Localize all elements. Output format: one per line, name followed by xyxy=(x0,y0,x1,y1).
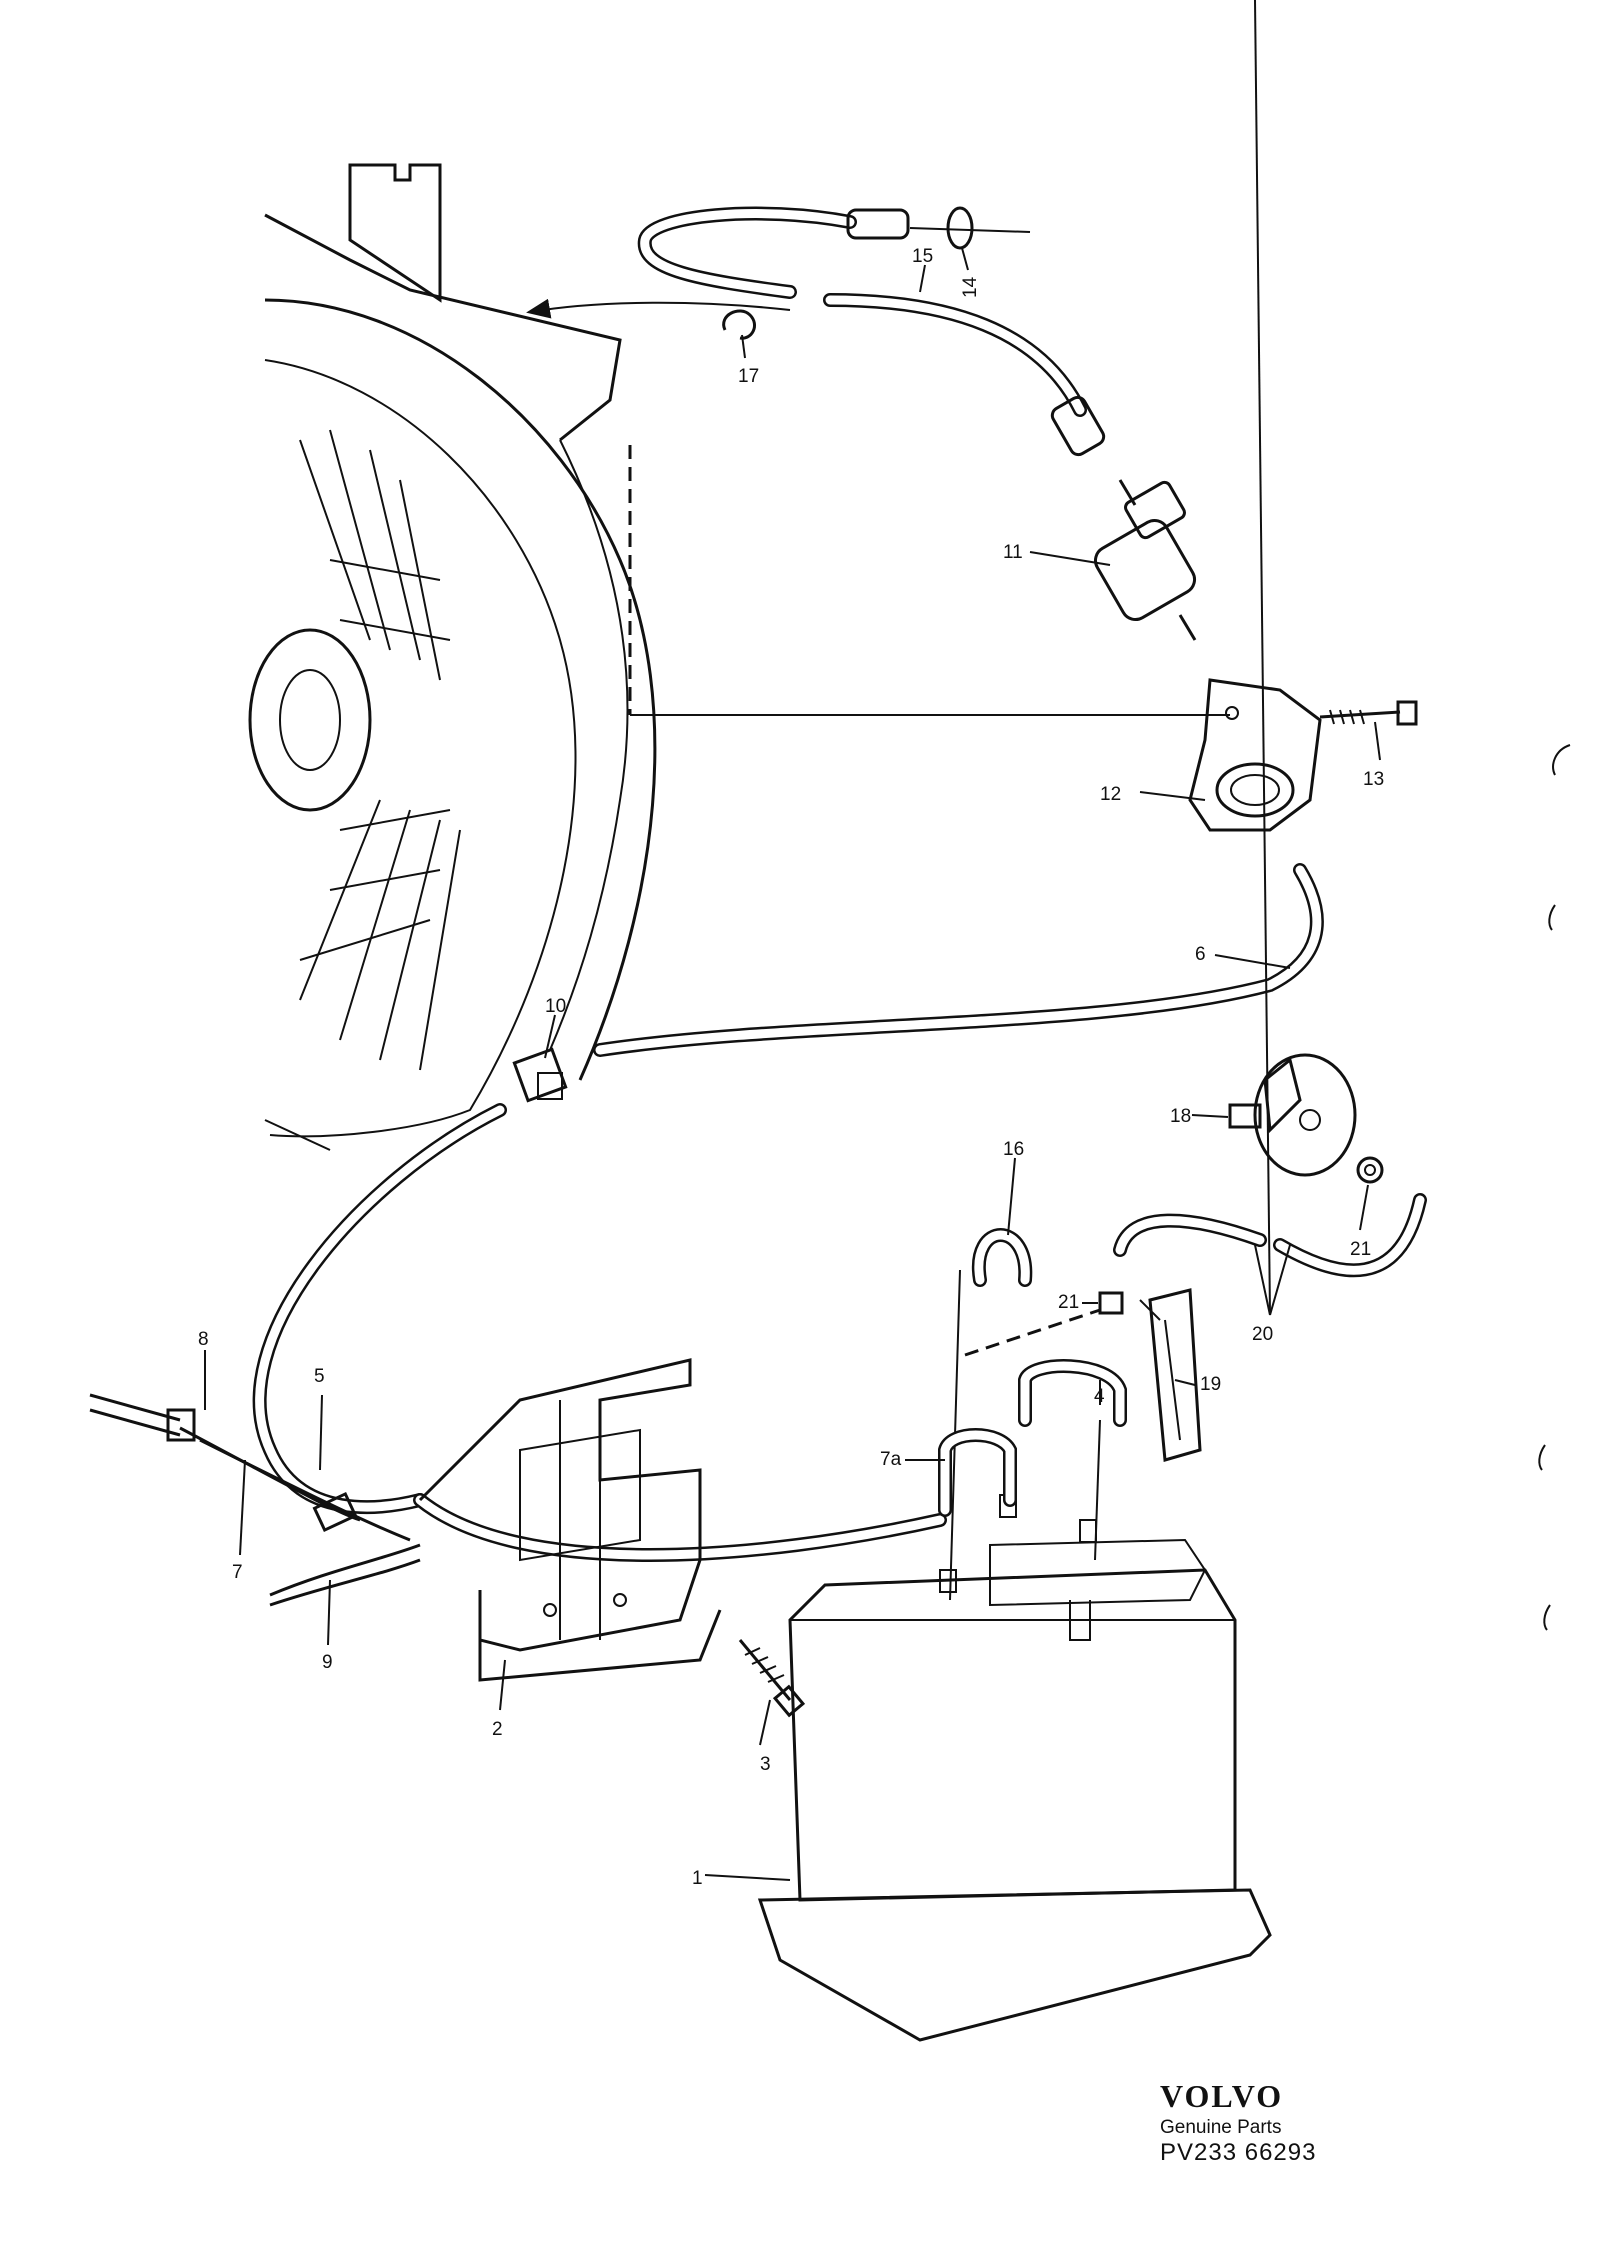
bracket-2 xyxy=(418,1358,722,1682)
vent-hose-upper xyxy=(637,206,1106,457)
diagram-code: PV233 66293 xyxy=(1160,2139,1317,2166)
callout-17: 17 xyxy=(738,366,759,387)
callout-12: 12 xyxy=(1100,784,1121,805)
canister-1 xyxy=(757,1494,1272,2042)
volvo-logo: VOLVO xyxy=(1160,2078,1284,2114)
callout-21-upper: 21 xyxy=(1350,1239,1371,1260)
callout-18: 18 xyxy=(1170,1106,1191,1127)
callout-1: 1 xyxy=(692,1868,703,1889)
callout-7: 7 xyxy=(232,1562,243,1583)
scan-marks xyxy=(1538,744,1571,1631)
callout-13: 13 xyxy=(1363,769,1384,790)
callout-2: 2 xyxy=(492,1719,503,1740)
callout-3: 3 xyxy=(760,1754,771,1775)
bolt-13 xyxy=(1319,700,1418,726)
leader-lines xyxy=(204,0,1381,1881)
solenoid-18 xyxy=(1228,1053,1357,1177)
callout-16: 16 xyxy=(1003,1139,1024,1160)
clip-10 xyxy=(512,1047,568,1103)
bracket-12 xyxy=(1188,678,1322,832)
callout-19: 19 xyxy=(1200,1374,1221,1395)
fan-shroud xyxy=(248,163,657,1151)
callout-4: 4 xyxy=(1094,1386,1105,1407)
callout-5: 5 xyxy=(314,1366,325,1387)
clip-19 xyxy=(1139,1288,1202,1462)
hose-connectors xyxy=(938,1193,1427,1601)
callout-14: 14 xyxy=(960,276,981,298)
valve-11 xyxy=(1093,479,1197,641)
brand-subtitle: Genuine Parts xyxy=(1160,2117,1282,2138)
callout-6: 6 xyxy=(1195,944,1206,965)
bolt-3 xyxy=(738,1639,806,1718)
brand-block: VOLVO Genuine Parts PV233 66293 xyxy=(1160,2078,1316,2167)
callout-15: 15 xyxy=(912,246,933,267)
nut-21-upper xyxy=(1356,1156,1384,1184)
hose-main xyxy=(252,863,1324,1562)
pipes-left xyxy=(89,1393,421,1607)
clamp-14 xyxy=(909,206,1031,250)
callout-21-lower: 21 xyxy=(1058,1292,1079,1313)
callout-7a: 7a xyxy=(880,1449,902,1470)
callout-9: 9 xyxy=(322,1652,333,1673)
callout-labels: 1 2 3 4 5 6 7 7a 8 9 10 11 12 13 14 15 1… xyxy=(198,246,1384,1889)
alignment-guide xyxy=(526,298,1230,716)
callout-10: 10 xyxy=(545,996,566,1017)
callout-20: 20 xyxy=(1252,1324,1273,1345)
clip-17 xyxy=(722,309,756,340)
nut-21-lower xyxy=(964,1291,1124,1357)
callout-8: 8 xyxy=(198,1329,209,1350)
callout-11: 11 xyxy=(1003,542,1023,563)
